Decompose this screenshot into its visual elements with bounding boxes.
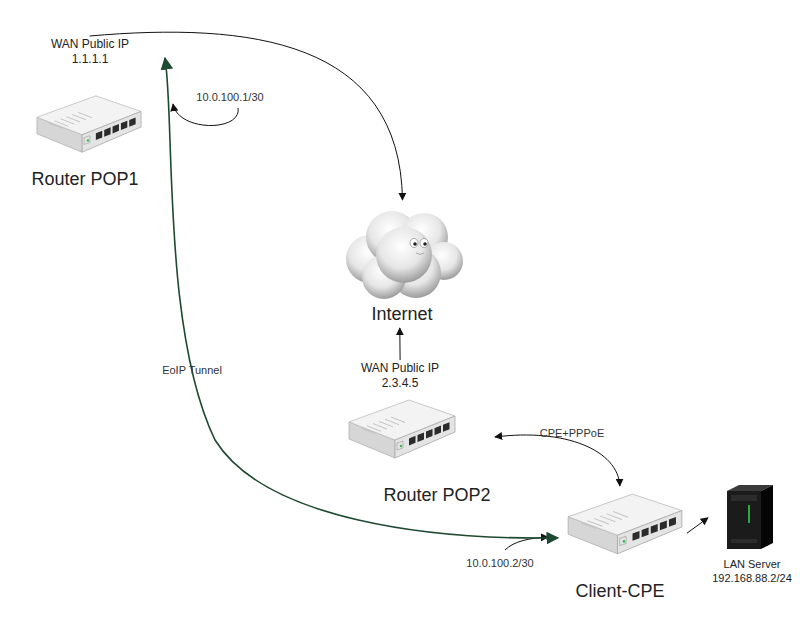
router-icon — [566, 490, 684, 562]
server-icon — [725, 483, 775, 551]
node-title: Client-CPE — [560, 580, 680, 602]
edge-label: EoIP Tunnel — [132, 363, 252, 377]
cloud-node: Internet — [335, 200, 470, 328]
leader-line — [173, 104, 238, 126]
router-icon — [35, 92, 143, 160]
ip-label: WAN Public IP 2.3.4.5 — [350, 361, 450, 391]
connector — [165, 58, 558, 538]
router-node: WAN Public IP 1.1.1.1Router POP1 — [20, 36, 165, 194]
connector — [399, 328, 400, 360]
router-node: WAN Public IP 2.3.4.5Router POP2 — [345, 360, 495, 508]
node-title: Internet — [342, 303, 462, 325]
address-label: 10.0.100.2/30 — [440, 556, 560, 570]
edge-label: CPE+PPPoE — [512, 426, 632, 440]
server-label: LAN Server 192.168.88.2/24 — [708, 557, 796, 585]
node-title: Router POP1 — [15, 168, 155, 190]
connector — [495, 435, 620, 486]
ip-label: WAN Public IP 1.1.1.1 — [40, 37, 140, 67]
leader-line — [505, 537, 548, 550]
node-title: Router POP2 — [382, 484, 492, 506]
cloud-icon — [342, 203, 464, 303]
router-icon — [347, 396, 457, 466]
router-node: Client-CPE — [558, 486, 687, 604]
server-node: LAN Server 192.168.88.2/24 — [708, 480, 796, 588]
connector — [687, 518, 708, 533]
address-label: 10.0.100.1/30 — [170, 90, 290, 104]
